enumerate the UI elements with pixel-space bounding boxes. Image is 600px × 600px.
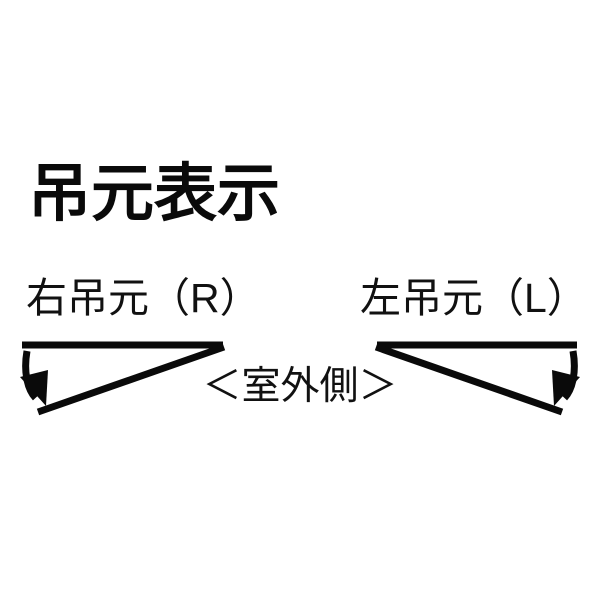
page-title: 吊元表示 bbox=[28, 159, 280, 229]
door-leaf-diagonal-right bbox=[374, 343, 564, 416]
swing-arrow-head-left bbox=[20, 370, 48, 406]
right-hinge-symbol bbox=[20, 341, 226, 416]
swing-arrow-head-right bbox=[552, 370, 580, 406]
outside-side-note: ＜室外側＞ bbox=[202, 365, 398, 408]
door-leaf-diagonal-left bbox=[36, 343, 226, 416]
hinge-label-left: 左吊元（L） bbox=[360, 275, 588, 321]
left-hinge-symbol bbox=[374, 341, 580, 416]
hinge-label-right: 右吊元（R） bbox=[26, 275, 261, 321]
